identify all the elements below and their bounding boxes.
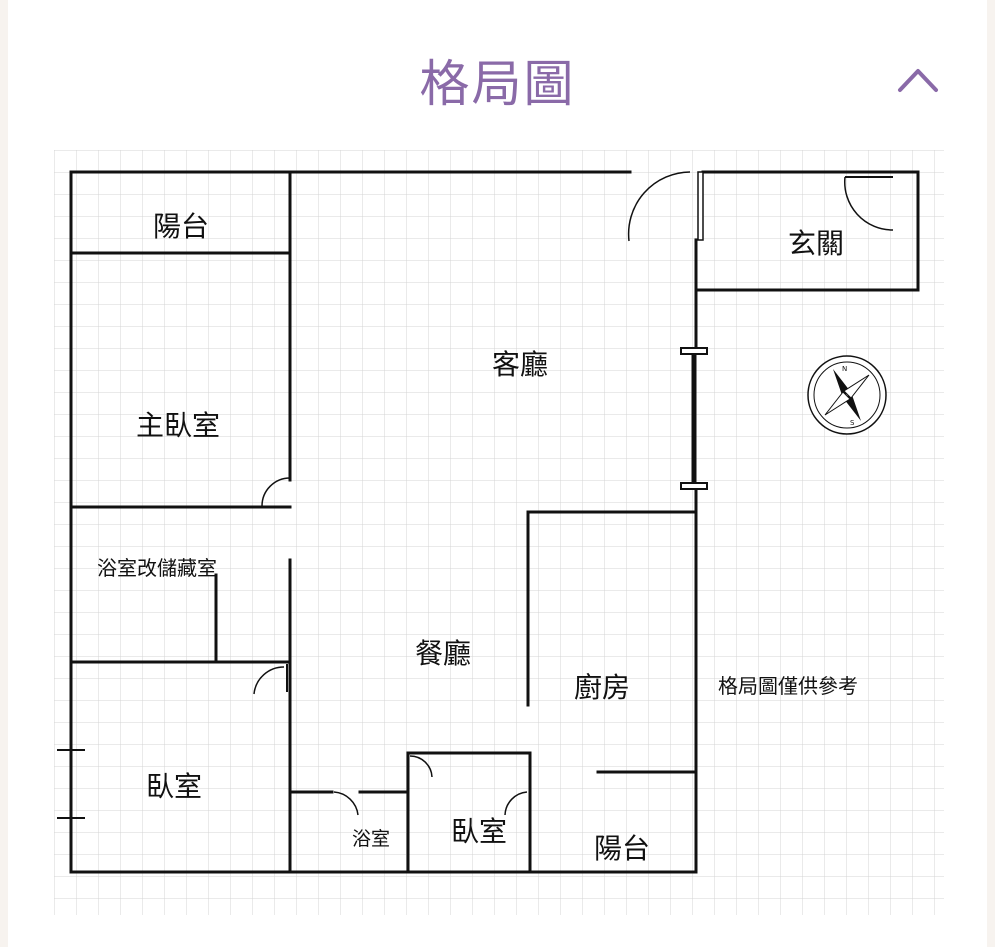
chevron-up-icon[interactable]	[895, 60, 941, 100]
left-window-marks	[57, 749, 85, 819]
room-label-bathroom-storage: 浴室改儲藏室	[97, 556, 217, 580]
grid-background	[54, 150, 944, 915]
room-label-balcony-bottom: 陽台	[594, 832, 650, 865]
page-title: 格局圖	[419, 55, 576, 113]
svg-text:S: S	[850, 419, 855, 427]
doors	[253, 171, 894, 816]
room-label-bedroom-small: 臥室	[451, 815, 507, 848]
walls	[69, 170, 920, 874]
room-label-entrance: 玄關	[788, 227, 844, 260]
room-label-bathroom: 浴室	[352, 828, 390, 850]
main-door-swing	[627, 171, 691, 242]
svg-text:N: N	[842, 365, 847, 373]
sliding-window	[680, 347, 708, 490]
note-text: 格局圖僅供參考	[718, 674, 858, 698]
room-label-dining-room: 餐廳	[415, 637, 471, 670]
room-label-master-bedroom: 主臥室	[136, 409, 220, 442]
room-label-balcony-top: 陽台	[153, 210, 209, 243]
room-label-living-room: 客廳	[492, 348, 548, 381]
compass-icon: N S	[807, 355, 887, 435]
room-label-kitchen: 廚房	[574, 671, 630, 704]
room-label-bedroom-left: 臥室	[146, 770, 202, 803]
main-door-leaf	[697, 171, 704, 241]
